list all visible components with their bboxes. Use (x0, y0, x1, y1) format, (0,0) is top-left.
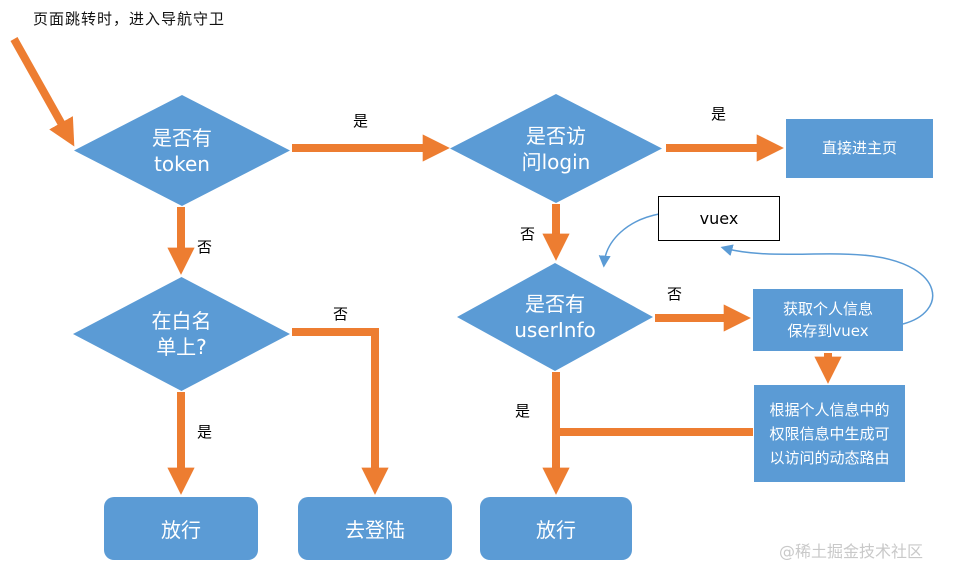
process-enter-home: 直接进主页 (786, 119, 933, 178)
terminal-pass-right: 放行 (480, 497, 632, 560)
edge-vuex-to-userinfo-curve (598, 213, 660, 268)
watermark: @稀土掘金技术社区 (779, 542, 924, 561)
page-annotation: 页面跳转时，进入导航守卫 (33, 10, 226, 28)
edge-label-login-yes: 是 (711, 105, 727, 123)
edge-label-login-no: 否 (520, 225, 536, 243)
terminal-go-login: 去登陆 (298, 497, 452, 560)
edge-label-whitelist-yes: 是 (197, 423, 213, 441)
edge-label-token-no: 否 (197, 238, 213, 256)
edge-start-arrow (10, 37, 75, 147)
process-fetch-userinfo: 获取个人信息 保存到vuex (753, 289, 903, 351)
store-vuex: vuex (658, 196, 780, 241)
edge-label-whitelist-no: 否 (333, 305, 349, 323)
edge-whitelist-no-arrow (292, 328, 389, 495)
edge-label-token-yes: 是 (353, 112, 369, 130)
edge-fetch-to-vuex-curve (720, 244, 934, 325)
terminal-pass-left: 放行 (104, 497, 258, 560)
edge-label-userinfo-no: 否 (667, 285, 683, 303)
process-generate-routes: 根据个人信息中的 权限信息中生成可 以访问的动态路由 (754, 385, 905, 482)
edge-label-userinfo-yes: 是 (515, 402, 531, 420)
